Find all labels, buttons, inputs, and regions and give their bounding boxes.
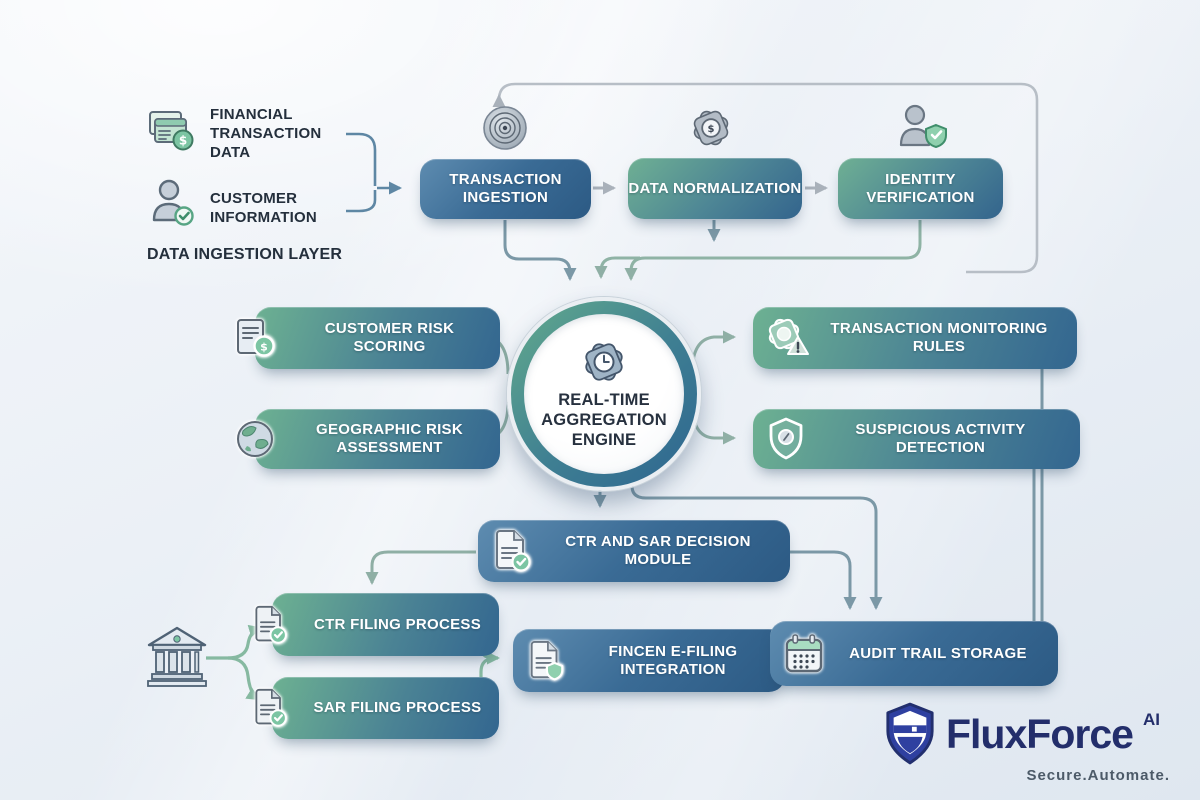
gear-currency-icon: $ (687, 104, 735, 152)
svg-text:$: $ (708, 124, 715, 135)
node-data-normalization: DATA NORMALIZATION (628, 158, 802, 219)
data-disc-icon (481, 104, 529, 152)
source-label-customer: CUSTOMER INFORMATION (210, 190, 317, 226)
document-shield-icon (525, 639, 567, 683)
shield-coin-icon (765, 416, 807, 462)
document-dollar-icon: $ (233, 317, 277, 359)
financial-transaction-data-icon: $ (146, 108, 196, 156)
engine-label: REAL-TIME AGGREGATION ENGINE (541, 391, 667, 449)
node-sar-filing: SAR FILING PROCESS (255, 677, 499, 739)
connector-bank-branches (206, 624, 262, 701)
connector-ingestion-engine (503, 220, 577, 281)
node-decision-module: CTR AND SAR DECISION MODULE (478, 520, 790, 582)
connector-decision-ctr-filing (365, 550, 476, 585)
bank-icon (145, 624, 209, 688)
gear-clock-icon (578, 337, 630, 387)
svg-text:$: $ (260, 341, 268, 354)
node-customer-risk-scoring: $ CUSTOMER RISK SCORING (237, 307, 500, 369)
node-aggregation-engine: REAL-TIME AGGREGATION ENGINE (507, 297, 701, 491)
gear-alert-icon (765, 315, 813, 361)
connector-feedback-loop (492, 82, 1039, 274)
brand-tagline: Secure.Automate. (1026, 767, 1170, 784)
node-fincen-integration: FINCEN E-FILING INTEGRATION (513, 629, 785, 692)
connector-sources-merge (346, 132, 402, 213)
document-check-icon (250, 687, 290, 729)
connector-monitoring-audit (1004, 336, 1044, 653)
node-identity-verification: IDENTITY VERIFICATION (838, 158, 1003, 219)
connector-engine-audit (630, 478, 883, 610)
connector-identity-engine-branch (594, 256, 640, 279)
connector-identity-engine (624, 220, 922, 281)
brand-shield-icon (884, 702, 936, 766)
customer-information-icon (150, 178, 196, 226)
node-ctr-filing: CTR FILING PROCESS (255, 593, 499, 656)
connector-decision-audit (724, 550, 857, 610)
ingestion-layer-label: DATA INGESTION LAYER (147, 246, 343, 263)
svg-text:$: $ (179, 134, 187, 148)
calendar-icon (782, 632, 826, 676)
node-suspicious-activity: SUSPICIOUS ACTIVITY DETECTION (753, 409, 1080, 469)
globe-icon (233, 417, 277, 461)
brand-suffix: AI (1142, 710, 1160, 729)
document-check-icon (250, 604, 290, 646)
connector-engine-monitoring (690, 330, 736, 375)
source-label-financial: FINANCIAL TRANSACTION DATA (210, 106, 322, 161)
node-monitoring-rules: TRANSACTION MONITORING RULES (753, 307, 1077, 369)
document-check-icon (490, 528, 534, 574)
brand-lockup: FluxForce AI Secure.Automate. (884, 702, 1184, 788)
brand-name: FluxForce (946, 710, 1134, 757)
node-geographic-risk: GEOGRAPHIC RISK ASSESSMENT (237, 409, 500, 469)
person-shield-check-icon (896, 103, 950, 151)
node-transaction-ingestion: TRANSACTION INGESTION (420, 159, 591, 219)
node-audit-trail: AUDIT TRAIL STORAGE (770, 621, 1058, 686)
